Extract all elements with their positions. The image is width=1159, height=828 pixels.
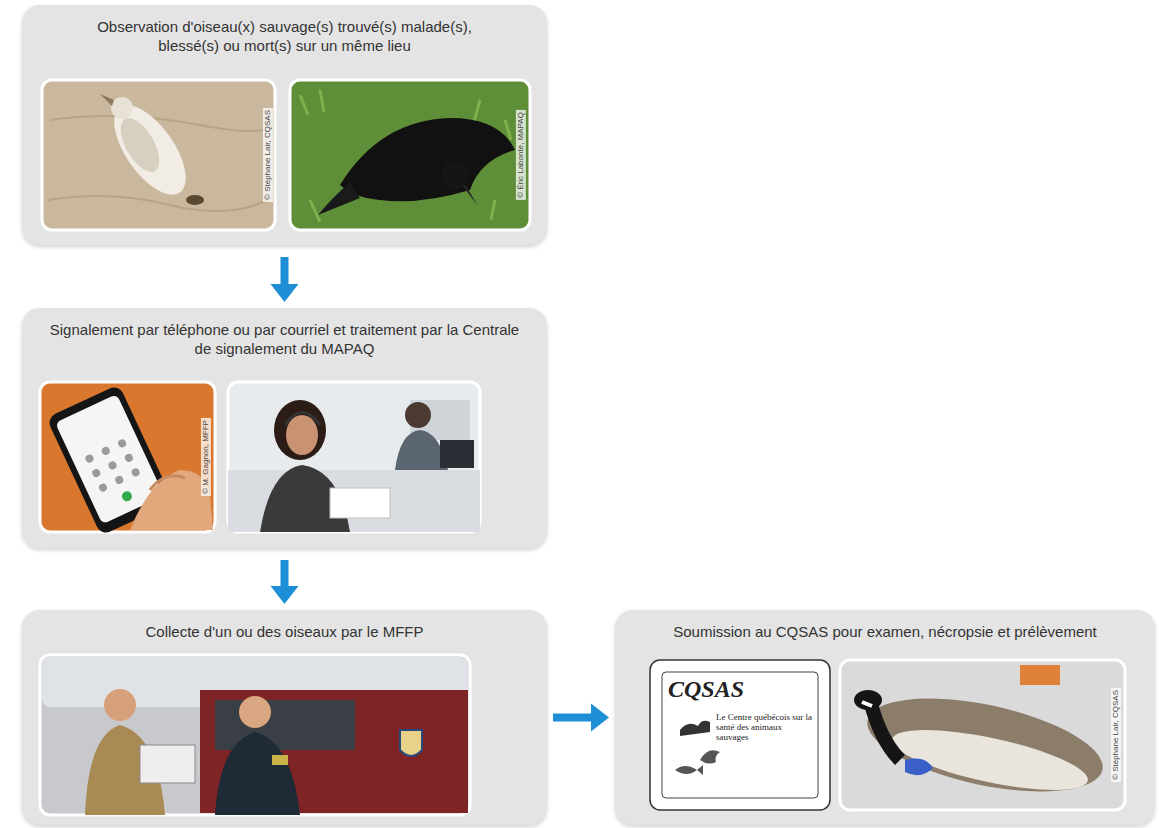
- cqsas-logo: [650, 660, 830, 810]
- photo-credit: © Stéphane Lair, CQSAS: [263, 108, 273, 202]
- submission-box: Soumission au CQSAS pour examen, nécrops…: [615, 610, 1155, 825]
- flow-arrow: [271, 257, 299, 302]
- goose-photo: [840, 660, 1125, 810]
- step-heading: Observation d'oiseau(x) sauvage(s) trouv…: [70, 17, 500, 55]
- flow-arrow: [553, 704, 609, 732]
- flow-arrow: [271, 560, 299, 604]
- report-box: Signalement par téléphone ou par courrie…: [22, 308, 547, 548]
- phone-photo: [40, 382, 215, 536]
- arrow-head: [271, 586, 299, 604]
- photo-credit: © Éric Labonté, MAPAQ: [516, 110, 526, 200]
- arrow-head: [591, 704, 609, 732]
- call-centre-photo: [228, 382, 480, 532]
- collection-box: Collecte d'un ou des oiseaux par le MFFP: [22, 610, 547, 825]
- arrow-shaft: [281, 560, 289, 587]
- officers-photo: [40, 655, 470, 815]
- step-heading: Signalement par téléphone ou par courrie…: [45, 320, 525, 358]
- arrow-head: [271, 284, 299, 302]
- logo-name: CQSAS: [668, 676, 744, 703]
- gull-photo: [42, 80, 275, 230]
- arrow-shaft: [553, 714, 592, 722]
- crow-photo: [290, 80, 530, 230]
- photo-credit: © Stéphane Lair, CQSAS: [1111, 688, 1121, 782]
- step-heading: Collecte d'un ou des oiseaux par le MFFP: [45, 622, 525, 641]
- step-heading: Soumission au CQSAS pour examen, nécrops…: [625, 622, 1145, 641]
- observation-box: Observation d'oiseau(x) sauvage(s) trouv…: [22, 5, 547, 245]
- arrow-shaft: [281, 257, 289, 285]
- photo-credit: © M. Gagnon, MFFP: [201, 418, 211, 496]
- logo-subtitle: Le Centre québécois sur la santé des ani…: [716, 712, 816, 742]
